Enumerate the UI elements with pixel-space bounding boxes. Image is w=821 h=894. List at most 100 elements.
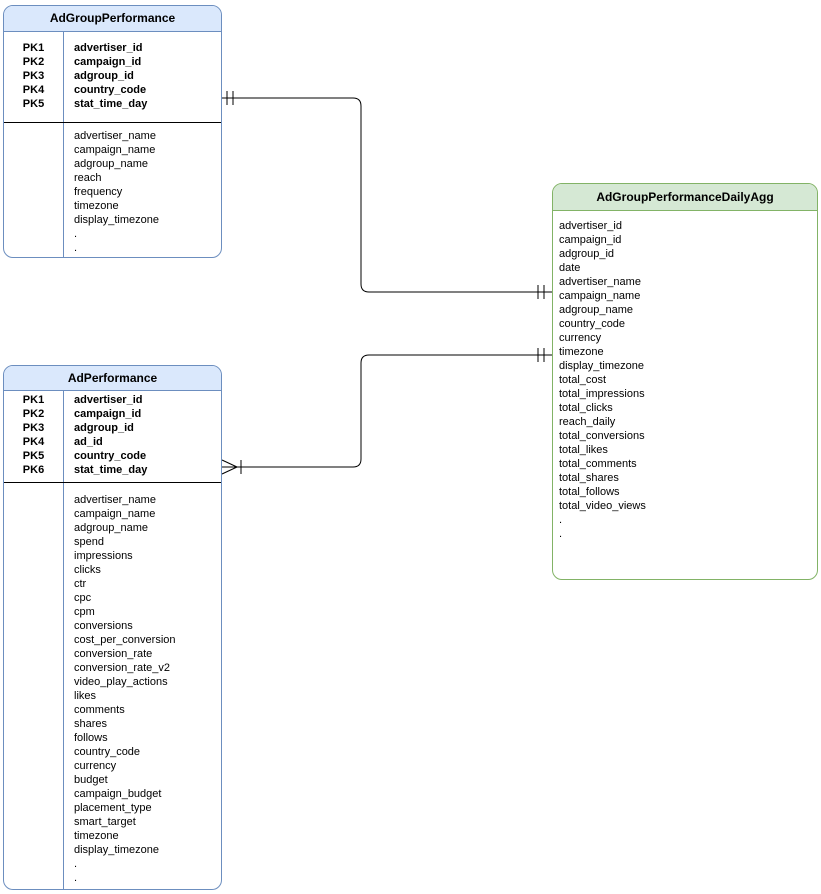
field: adgroup_name [74, 158, 149, 170]
field: display_timezone [74, 214, 159, 226]
field: total_comments [559, 458, 637, 470]
pk-label: PK3 [22, 422, 45, 434]
field: reach [74, 172, 102, 184]
field: . [74, 858, 78, 870]
pk-field: ad_id [74, 436, 103, 448]
field: currency [74, 760, 117, 772]
field: follows [74, 732, 108, 744]
field: conversions [74, 620, 133, 632]
field: frequency [74, 186, 123, 198]
pk-field: adgroup_id [74, 70, 134, 82]
entity-adgroupperformancedailyagg[interactable]: AdGroupPerformanceDailyAgg advertiser_id… [552, 183, 818, 580]
field: date [559, 262, 581, 274]
pk-field: campaign_id [74, 56, 142, 68]
field: timezone [74, 830, 119, 842]
field-column: advertiser_name campaign_name adgroup_name… [64, 123, 221, 257]
field: campaign_name [74, 144, 156, 156]
pk-label: PK5 [22, 450, 45, 462]
pk-field: stat_time_day [74, 98, 148, 110]
entity-title[interactable]: AdGroupPerformance [4, 6, 221, 32]
field: comments [74, 704, 125, 716]
relationship-adgroupperformance-to-dailyagg[interactable] [222, 91, 552, 299]
field: cpc [74, 592, 92, 604]
field: . [74, 242, 78, 254]
field: spend [74, 536, 104, 548]
field: total_clicks [559, 402, 613, 414]
field: shares [74, 718, 108, 730]
field: placement_type [74, 802, 152, 814]
field: total_likes [559, 444, 608, 456]
field: total_cost [559, 374, 607, 386]
field: display_timezone [74, 844, 159, 856]
pk-field: campaign_id [74, 408, 142, 420]
pk-field: advertiser_id [74, 42, 143, 54]
field: display_timezone [559, 360, 644, 372]
pk-label: PK6 [22, 464, 45, 476]
field: total_impressions [559, 388, 645, 400]
cardinality-one-icon [537, 348, 545, 362]
field: adgroup_id [559, 248, 615, 260]
pk-label-column-empty [4, 483, 64, 889]
pk-field: country_code [74, 450, 147, 462]
pk-field: adgroup_id [74, 422, 134, 434]
field: advertiser_name [74, 130, 156, 142]
pk-label-column-empty [4, 123, 64, 257]
field: total_video_views [559, 500, 646, 512]
field: campaign_id [559, 234, 622, 246]
cardinality-one-icon [226, 91, 234, 105]
pk-field: stat_time_day [74, 464, 148, 476]
entity-title[interactable]: AdGroupPerformanceDailyAgg [553, 184, 817, 211]
field: impressions [74, 550, 133, 562]
field: timezone [74, 200, 119, 212]
field: ctr [74, 578, 87, 590]
relationship-line[interactable] [222, 97, 552, 293]
field: . [74, 228, 78, 240]
pk-field: advertiser_id [74, 394, 143, 406]
field: adgroup_name [559, 304, 634, 316]
field: likes [74, 690, 97, 702]
field: advertiser_name [74, 494, 156, 506]
field: smart_target [74, 816, 136, 828]
field: budget [74, 774, 108, 786]
pk-label: PK1 [22, 394, 45, 406]
entity-title[interactable]: AdPerformance [4, 366, 221, 391]
cardinality-one-icon [537, 285, 545, 299]
field: cpm [74, 606, 95, 618]
field: country_code [559, 318, 626, 330]
field: campaign_name [559, 290, 641, 302]
field: . [559, 528, 563, 540]
field: . [559, 514, 563, 526]
field: total_shares [559, 472, 619, 484]
field: total_follows [559, 486, 620, 498]
field: country_code [74, 746, 141, 758]
field: conversion_rate_v2 [74, 662, 171, 674]
field: . [74, 872, 78, 884]
field: conversion_rate [74, 648, 153, 660]
pk-label: PK2 [22, 408, 45, 420]
relationship-adperformance-to-dailyagg[interactable] [221, 348, 552, 475]
field-section: advertiser_name campaign_name adgroup_name… [4, 123, 221, 257]
pk-label: PK1 [22, 42, 45, 54]
field: video_play_actions [74, 676, 168, 688]
field: reach_daily [559, 416, 616, 428]
pk-label: PK2 [22, 56, 45, 68]
field: adgroup_name [74, 522, 149, 534]
field: currency [559, 332, 602, 344]
relationship-line[interactable] [222, 354, 552, 468]
field: advertiser_name [559, 276, 641, 288]
field: cost_per_conversion [74, 634, 176, 646]
cardinality-many-icon [221, 459, 242, 475]
field: clicks [74, 564, 101, 576]
